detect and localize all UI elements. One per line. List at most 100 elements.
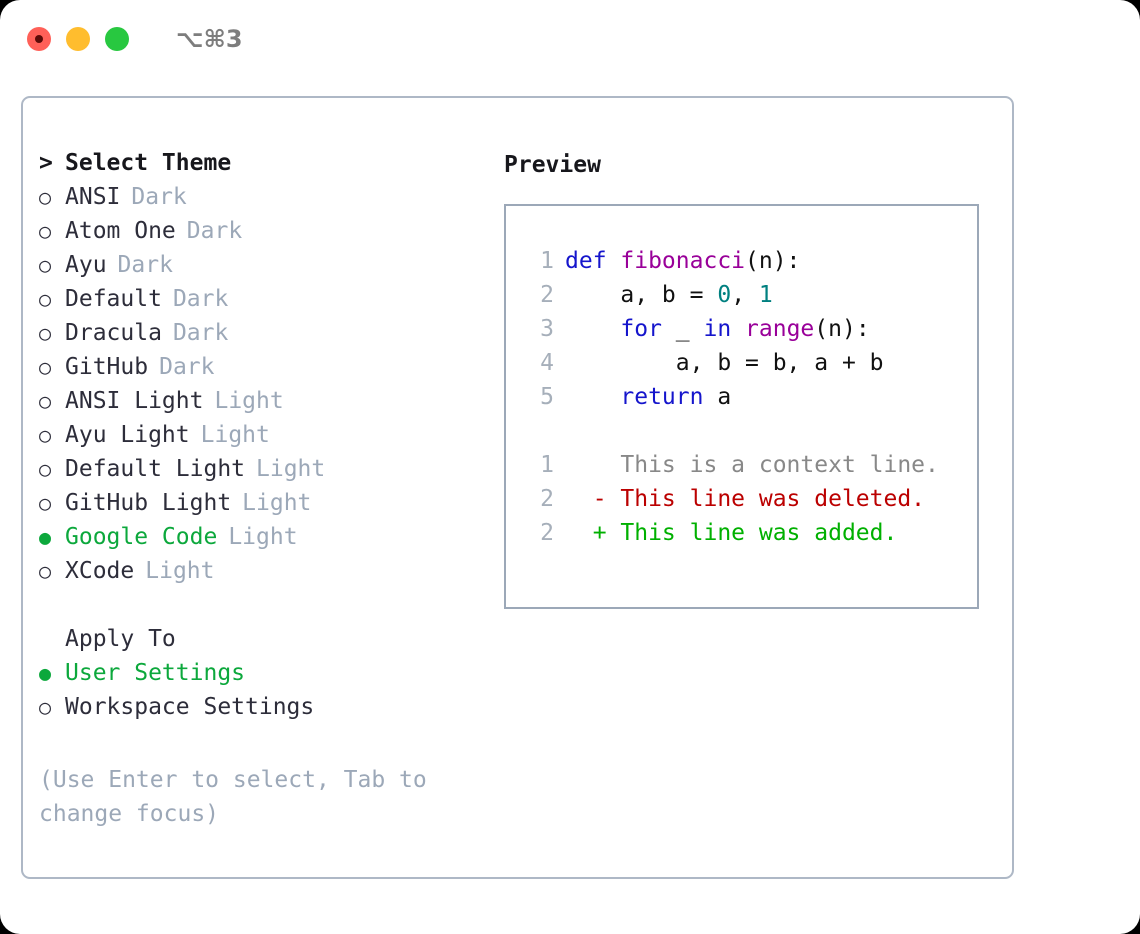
line-number: 4 <box>540 350 554 376</box>
radio-unselected-icon[interactable]: ○ <box>39 355 52 379</box>
keyboard-shortcut-label: ⌥⌘3 <box>176 25 243 53</box>
radio-selected-icon[interactable]: ● <box>39 525 52 549</box>
theme-list-item[interactable]: ○ Default Dark <box>39 286 489 320</box>
theme-name-label: GitHub Light <box>65 490 232 516</box>
diff-sample: 1 This is a context line. 2 - This line w… <box>520 448 977 550</box>
code-line: 2 a, b = 0, 1 <box>520 278 977 312</box>
line-number: 2 <box>540 520 554 546</box>
code-text: a, b = 0, 1 <box>565 278 773 312</box>
code-line: 4 a, b = b, a + b <box>520 346 977 380</box>
radio-unselected-icon[interactable]: ○ <box>39 389 52 413</box>
theme-variant-label: Dark <box>159 354 215 380</box>
theme-list-item[interactable]: ○ GitHub Light Light <box>39 490 489 524</box>
theme-variant-label: Light <box>214 388 284 414</box>
traffic-lights <box>27 27 129 51</box>
code-token: range <box>745 316 815 342</box>
code-line: 3 for _ in range(n): <box>520 312 977 346</box>
theme-variant-label: Light <box>242 490 312 516</box>
radio-unselected-icon[interactable]: ○ <box>39 423 52 447</box>
line-number: 2 <box>540 486 554 512</box>
line-number: 5 <box>540 384 554 410</box>
diff-text: This line was added. <box>606 520 898 546</box>
theme-variant-label: Dark <box>186 218 243 244</box>
diff-text: This is a context line. <box>606 452 939 478</box>
code-diff-separator <box>520 414 977 448</box>
radio-unselected-icon[interactable]: ○ <box>39 321 52 345</box>
radio-unselected-icon[interactable]: ○ <box>39 695 52 719</box>
code-token: (n): <box>814 316 870 342</box>
caret-icon: > <box>39 150 53 176</box>
theme-name-label: Ayu <box>65 252 107 278</box>
minimize-button-icon[interactable] <box>66 27 90 51</box>
radio-unselected-icon[interactable]: ○ <box>39 491 52 515</box>
code-token: 1 <box>758 282 773 308</box>
apply-to-option[interactable]: ● User Settings <box>39 660 489 694</box>
code-text: return a <box>565 380 731 414</box>
code-token: , <box>731 282 759 308</box>
theme-name-label: XCode <box>65 558 135 584</box>
radio-unselected-icon[interactable]: ○ <box>39 219 52 243</box>
code-text: def fibonacci(n): <box>565 244 800 278</box>
code-token: for <box>620 316 662 342</box>
list-spacer <box>39 592 489 626</box>
code-token: 0 <box>717 282 732 308</box>
code-text: a, b = b, a + b <box>565 346 884 380</box>
code-token: _ <box>661 316 704 342</box>
code-token <box>565 316 620 342</box>
code-token: def <box>565 248 621 274</box>
radio-selected-icon[interactable]: ● <box>39 661 52 685</box>
code-line: 1 def fibonacci(n): <box>520 244 977 278</box>
select-theme-heading: > Select Theme <box>39 150 489 184</box>
diff-sign: - <box>565 486 607 512</box>
line-number: 1 <box>540 452 554 478</box>
apply-to-heading: ○ Apply To <box>39 626 489 660</box>
theme-variant-label: Dark <box>172 320 229 346</box>
theme-list-item[interactable]: ○ GitHub Dark <box>39 354 489 388</box>
radio-unselected-icon[interactable]: ○ <box>39 457 52 481</box>
code-token <box>731 316 745 342</box>
radio-unselected-icon[interactable]: ○ <box>39 287 52 311</box>
preview-title: Preview <box>504 152 601 178</box>
radio-unselected-icon[interactable]: ○ <box>39 559 52 583</box>
radio-unselected-icon[interactable]: ○ <box>39 185 52 209</box>
code-token: fibonacci <box>620 248 746 274</box>
title-bar: ⌥⌘3 <box>0 0 1140 78</box>
theme-name-label: ANSI <box>65 184 121 210</box>
code-token: a, b = b, a + b <box>565 350 884 376</box>
theme-name-label: Google Code <box>65 524 218 550</box>
theme-list-item[interactable]: ● Google Code Light <box>39 524 489 558</box>
code-token: a <box>703 384 732 410</box>
zoom-button-icon[interactable] <box>105 27 129 51</box>
apply-to-option[interactable]: ○Workspace Settings <box>39 694 489 728</box>
radio-unselected-icon[interactable]: ○ <box>39 253 52 277</box>
diff-sign: + <box>565 520 607 546</box>
code-token: a, b = <box>565 282 718 308</box>
theme-name-label: GitHub <box>65 354 149 380</box>
diff-line: 1 This is a context line. <box>520 448 977 482</box>
close-button-icon[interactable] <box>27 27 51 51</box>
apply-to-heading-label: Apply To <box>65 626 176 652</box>
theme-variant-label: Light <box>228 524 298 550</box>
line-number: 1 <box>540 248 554 274</box>
apply-to-option-label: User Settings <box>65 660 246 686</box>
code-line: 5 return a <box>520 380 977 414</box>
code-text: for _ in range(n): <box>565 312 870 346</box>
code-token <box>565 384 620 410</box>
theme-variant-label: Dark <box>172 286 229 312</box>
line-number: 3 <box>540 316 554 342</box>
theme-name-label: Default <box>65 286 162 312</box>
